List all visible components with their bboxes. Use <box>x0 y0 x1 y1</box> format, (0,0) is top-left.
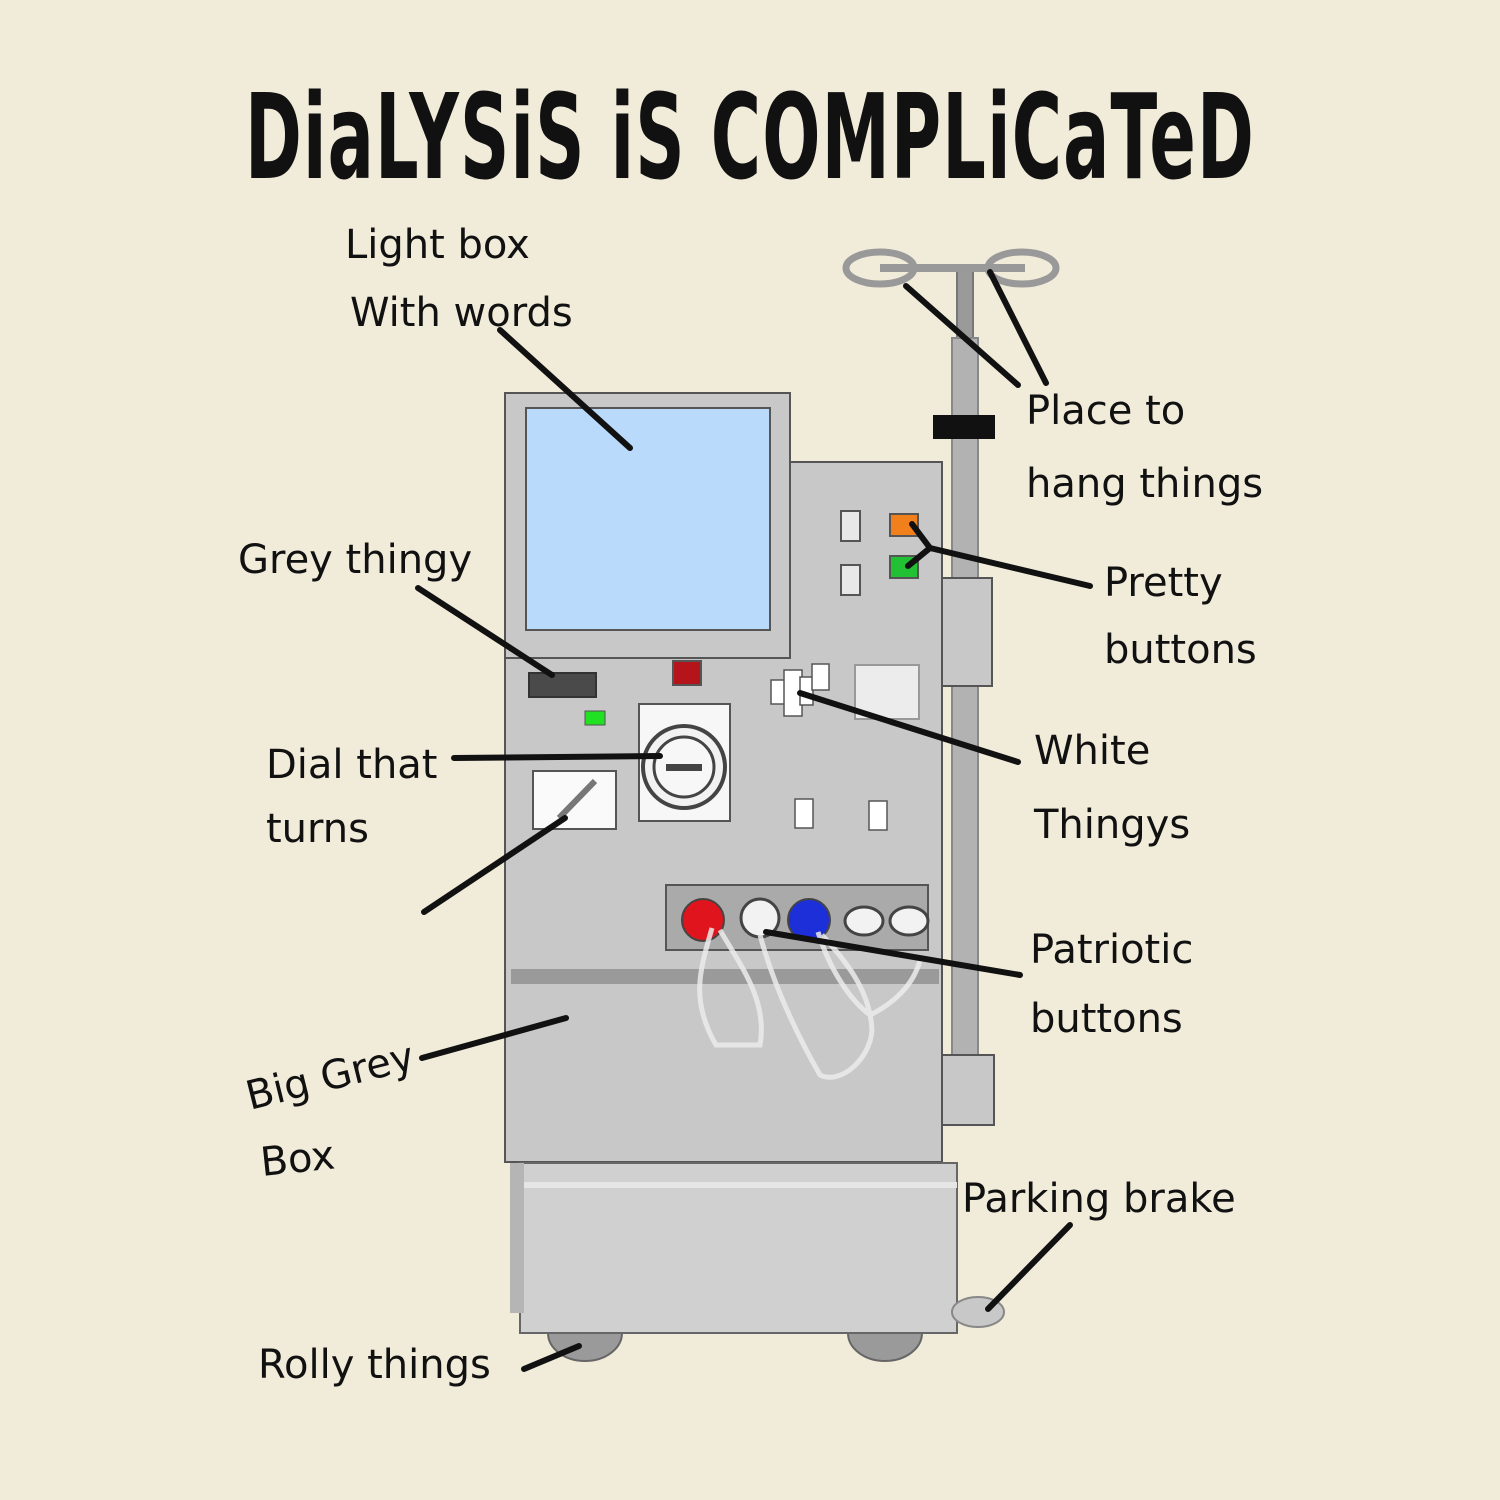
cart-side <box>510 1163 524 1313</box>
label-patriotic-buttons-line2: buttons <box>1030 996 1183 1042</box>
label-place-to-hang-line2: hang things <box>1026 461 1263 507</box>
label-grey-thingy: Grey thingy <box>238 537 472 583</box>
tubes <box>697 927 923 1080</box>
label-patriotic-buttons-line1: Patriotic <box>1030 927 1193 973</box>
label-dial-line2: turns <box>266 806 369 852</box>
light-box-screen <box>525 407 771 631</box>
label-dial-line1: Dial that <box>266 742 437 788</box>
grey-thingy <box>528 672 597 698</box>
orange-button <box>889 513 919 537</box>
label-place-to-hang-line1: Place to <box>1026 388 1185 434</box>
white-panel <box>854 664 920 720</box>
label-parking-brake: Parking brake <box>962 1176 1236 1222</box>
label-white-thingys-line2: Thingys <box>1033 802 1190 848</box>
label-pretty-buttons-line2: buttons <box>1104 627 1257 673</box>
small-white-button <box>794 798 814 829</box>
hook-ring-right <box>984 248 1060 288</box>
dial <box>638 703 731 822</box>
small-white-button <box>868 800 888 831</box>
white-connector <box>888 905 930 937</box>
separator-strip <box>511 969 939 984</box>
cart-base <box>519 1162 958 1334</box>
green-indicator <box>584 710 606 726</box>
machine <box>504 392 1005 1362</box>
small-white-button <box>840 564 861 596</box>
label-light-box-line1: Light box <box>345 222 530 268</box>
label-pretty-buttons-line1: Pretty <box>1104 560 1223 606</box>
label-big-grey-box-line1: Big Grey <box>241 1034 419 1120</box>
label-light-box-line2: With words <box>350 290 573 336</box>
label-big-grey-box-line2: Box <box>258 1132 337 1186</box>
wheel-right <box>846 1332 924 1362</box>
white-connector <box>843 905 885 937</box>
label-white-thingys-line1: White <box>1034 728 1150 774</box>
iv-pole <box>842 248 1060 1126</box>
pole-clamp <box>933 415 995 439</box>
red-connector <box>681 898 725 942</box>
leader-lines <box>415 269 1093 1372</box>
pole-bracket <box>941 577 993 687</box>
gauge <box>532 770 617 830</box>
pole-base-bracket <box>941 1054 995 1126</box>
hook-ring-left <box>842 248 918 288</box>
red-indicator <box>672 660 702 686</box>
page-title: DiaLYSiS iS COMPLiCaTeD <box>245 68 1255 206</box>
label-rolly-things: Rolly things <box>258 1342 491 1388</box>
small-white-button <box>840 510 861 542</box>
